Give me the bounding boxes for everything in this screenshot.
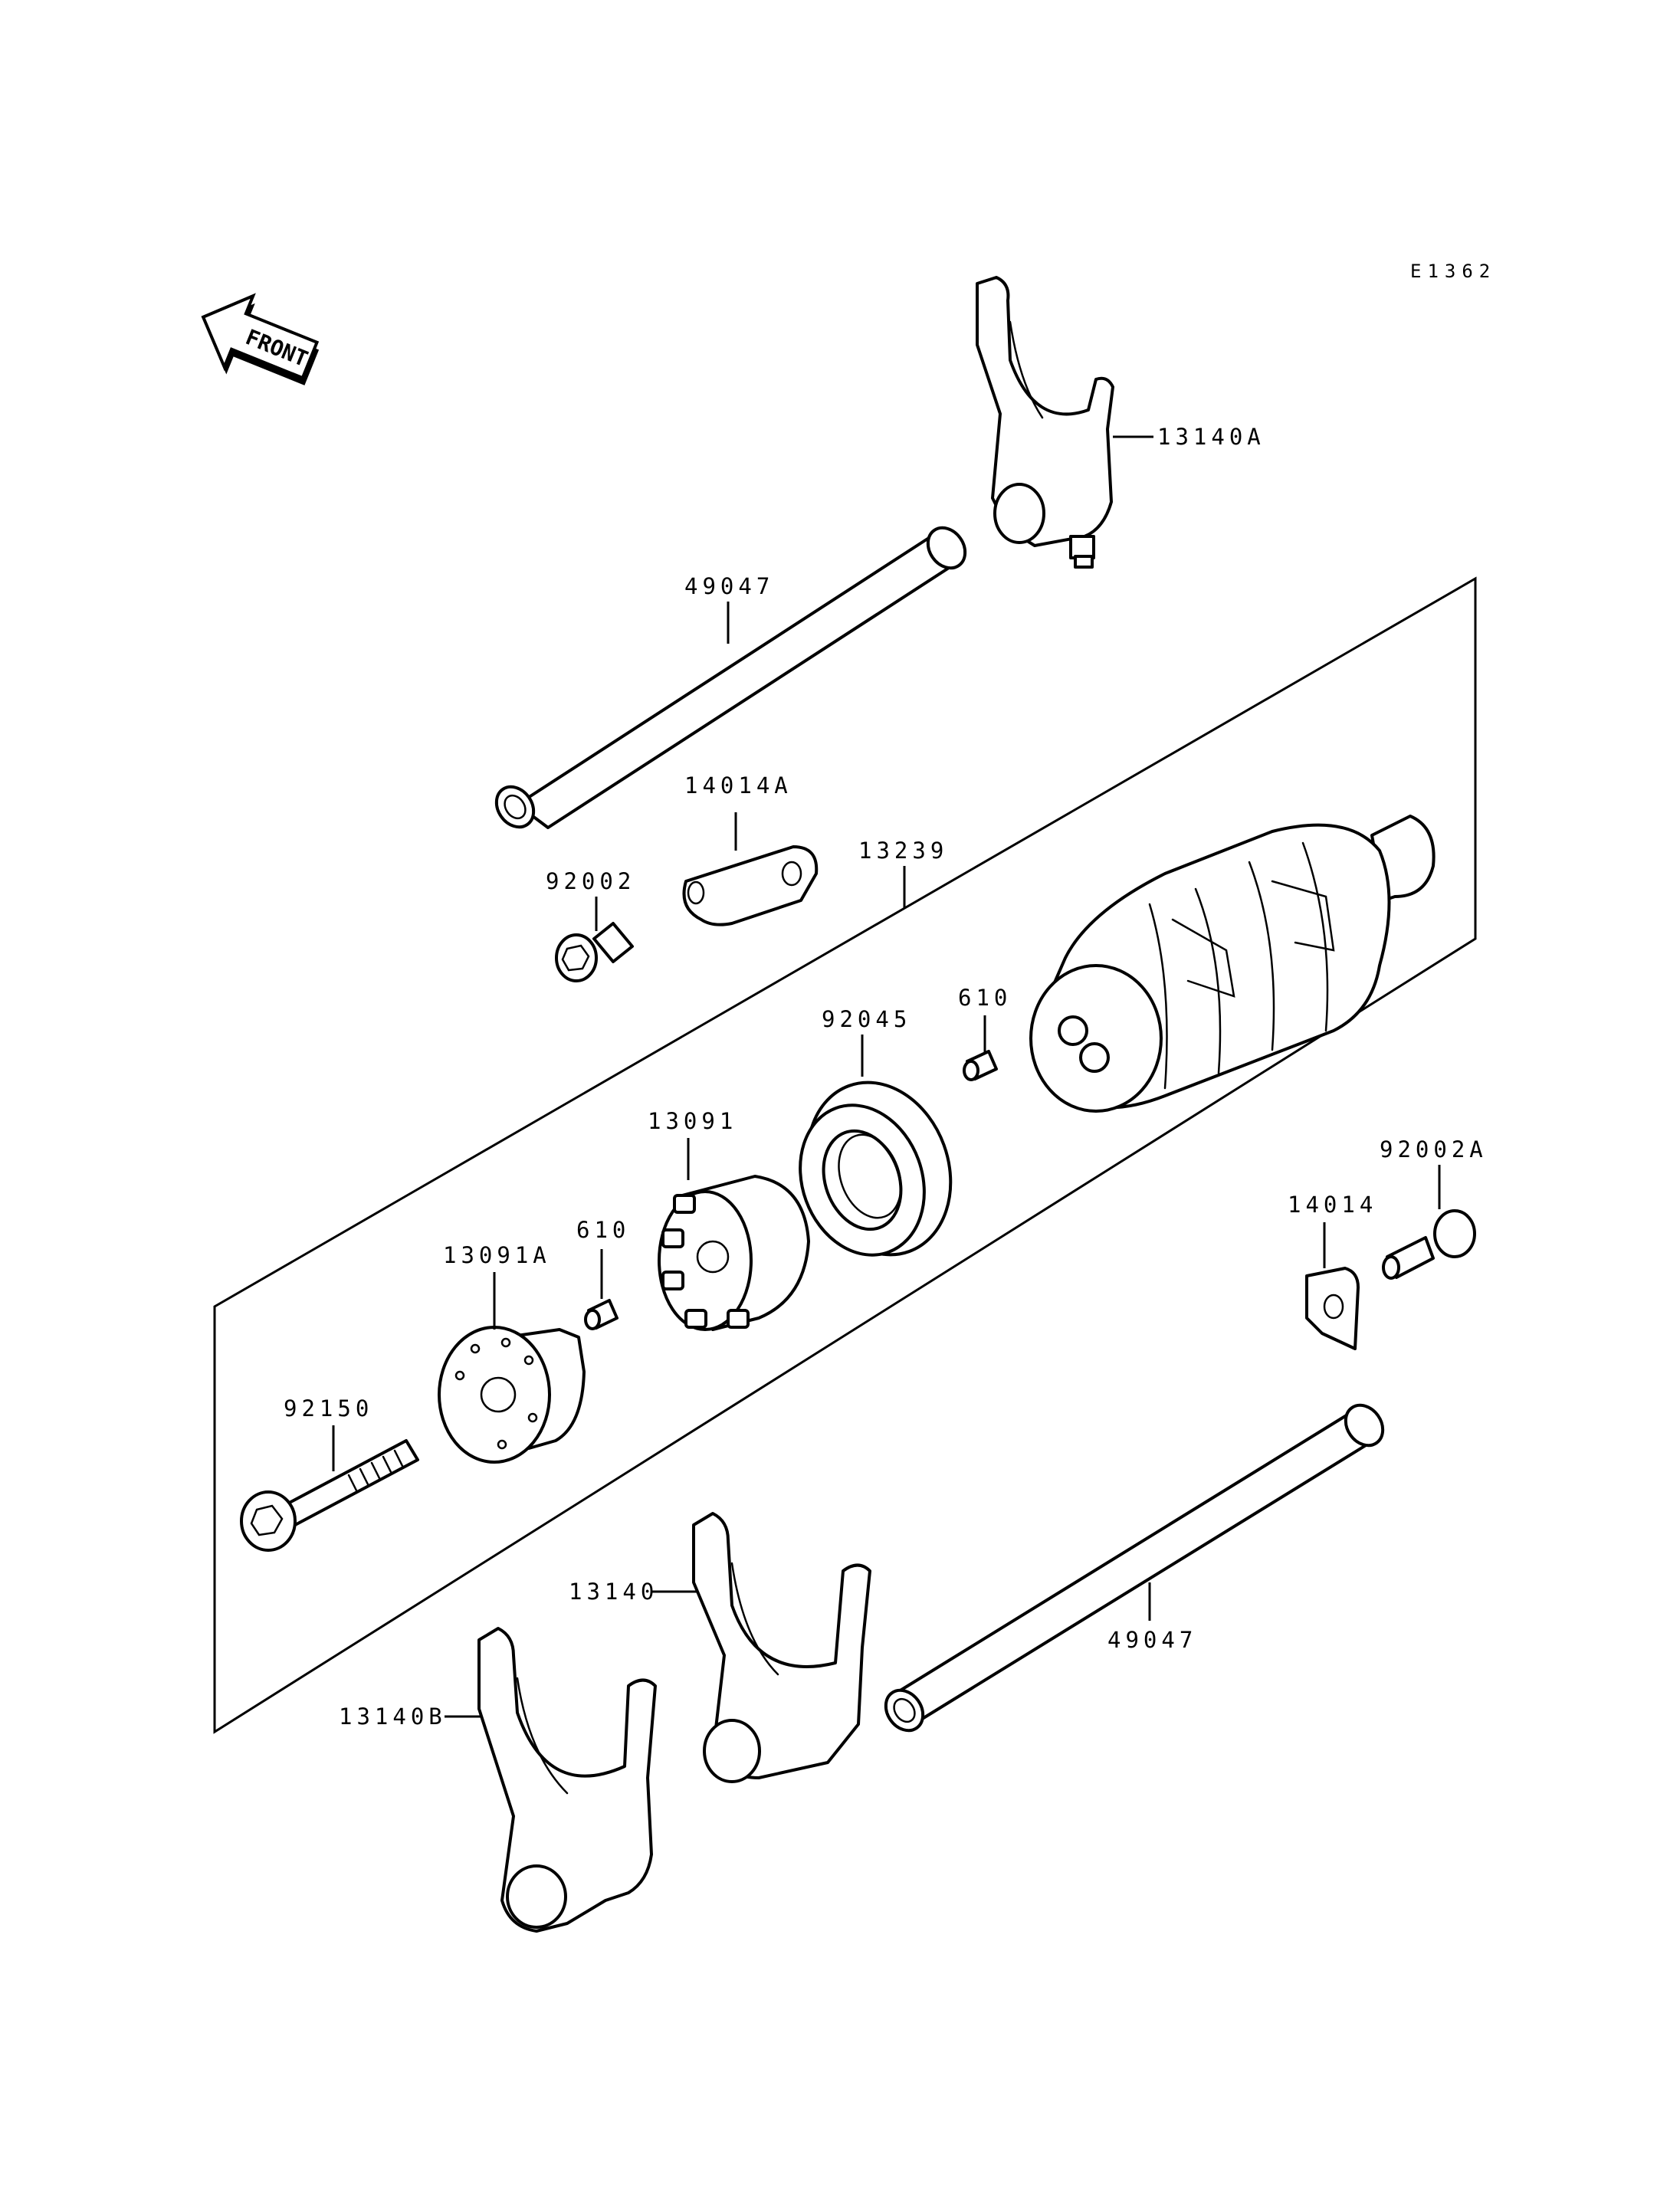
bracket-14014a — [682, 845, 819, 926]
callout-92002a: 92002A — [1380, 1136, 1488, 1162]
bolt-92150 — [240, 1439, 419, 1552]
bearing-92045 — [799, 1080, 953, 1257]
pin-610-b — [584, 1299, 619, 1330]
callout-610-b: 610 — [576, 1217, 630, 1243]
shift-fork-13140a — [976, 276, 1114, 569]
callout-13140b: 13140B — [339, 1703, 447, 1730]
callout-13239: 13239 — [858, 838, 948, 864]
bolt-92002a — [1382, 1209, 1476, 1280]
callout-14014: 14014 — [1288, 1192, 1377, 1218]
bolt-92002 — [555, 922, 634, 982]
diagram-code: E1362 — [1410, 261, 1496, 282]
shift-fork-13140b — [477, 1627, 657, 1933]
callout-13140: 13140 — [569, 1579, 658, 1605]
callout-13140a: 13140A — [1157, 424, 1265, 450]
pin-610-a — [963, 1050, 998, 1081]
shift-fork-shaft-top — [494, 526, 967, 829]
shift-fork-13140 — [692, 1512, 871, 1783]
callout-92045: 92045 — [822, 1006, 911, 1032]
callout-49047-top: 49047 — [684, 573, 774, 599]
front-arrow-icon: FRONT — [201, 293, 320, 385]
callout-610-a: 610 — [958, 985, 1012, 1011]
callout-13091a: 13091A — [443, 1242, 551, 1268]
callout-92002: 92002 — [546, 868, 635, 894]
bracket-14014 — [1305, 1267, 1360, 1350]
callout-92150: 92150 — [284, 1395, 373, 1421]
callout-14014a: 14014A — [684, 772, 792, 798]
shift-drum-13239 — [1029, 815, 1436, 1113]
assembly-frame — [213, 576, 1477, 1734]
callout-49047-bottom: 49047 — [1107, 1627, 1197, 1653]
pin-holder-13091a — [438, 1326, 586, 1464]
pin-holder-13091 — [658, 1175, 810, 1331]
callout-13091: 13091 — [648, 1108, 737, 1134]
shift-fork-shaft-bottom — [884, 1403, 1385, 1733]
